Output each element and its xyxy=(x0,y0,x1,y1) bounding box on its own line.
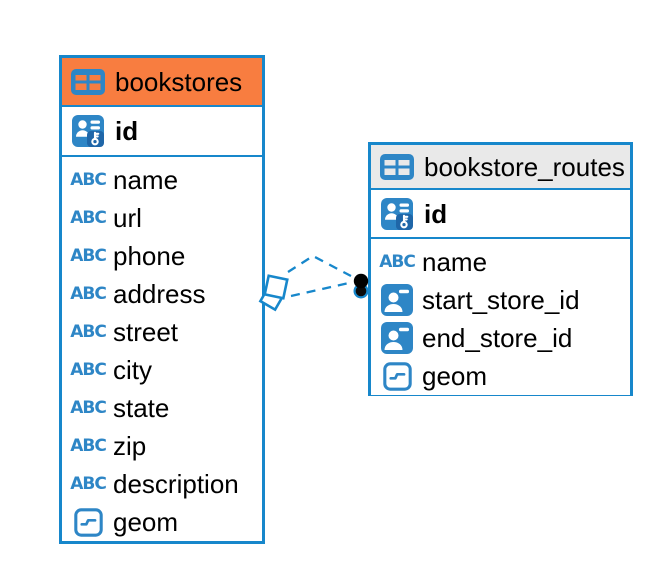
primary-key-icon xyxy=(378,198,416,230)
column-list: ABC name ABC url ABC phone ABC address A… xyxy=(62,157,262,541)
column-row-phone[interactable]: ABC phone xyxy=(62,237,262,275)
text-type-icon: ABC xyxy=(70,359,107,380)
table-bookstores[interactable]: bookstores id ABC name ABC url ABC phone… xyxy=(59,55,265,544)
column-name: state xyxy=(113,393,170,423)
geometry-type-icon xyxy=(69,508,107,537)
column-row-end-store-id[interactable]: end_store_id xyxy=(371,319,630,357)
table-icon xyxy=(379,154,415,180)
column-name: zip xyxy=(113,431,147,461)
column-row-name[interactable]: ABC name xyxy=(62,161,262,199)
column-row-url[interactable]: ABC url xyxy=(62,199,262,237)
text-type-icon: ABC xyxy=(70,435,107,456)
column-name: name xyxy=(113,165,179,195)
table-icon xyxy=(70,69,106,95)
column-list: ABC name start_store_id end_store_id ge xyxy=(371,239,630,395)
relationship-line-upper[interactable] xyxy=(287,254,352,278)
column-name: id xyxy=(115,116,139,146)
text-type-icon: ABC xyxy=(70,321,107,342)
table-title: bookstore_routes xyxy=(424,151,625,182)
text-type-icon: ABC xyxy=(379,251,416,272)
table-title: bookstores xyxy=(115,66,243,97)
column-name: geom xyxy=(422,361,488,391)
text-type-icon: ABC xyxy=(70,169,107,190)
column-row-geom[interactable]: geom xyxy=(62,503,262,541)
column-name: geom xyxy=(113,507,179,537)
text-type-icon: ABC xyxy=(70,207,107,228)
column-name: name xyxy=(422,247,488,277)
column-name: start_store_id xyxy=(422,285,580,315)
relationship-diamond-marker-front[interactable] xyxy=(263,274,289,300)
column-row-name[interactable]: ABC name xyxy=(371,243,630,281)
column-name: description xyxy=(113,469,239,499)
column-name: city xyxy=(113,355,152,385)
text-type-icon: ABC xyxy=(70,245,107,266)
text-type-icon: ABC xyxy=(70,283,107,304)
column-name: address xyxy=(113,279,206,309)
column-name: url xyxy=(113,203,142,233)
table-bookstore-routes[interactable]: bookstore_routes id ABC name start_store… xyxy=(368,142,633,396)
foreign-key-icon xyxy=(378,322,416,354)
column-row-zip[interactable]: ABC zip xyxy=(62,427,262,465)
column-row-state[interactable]: ABC state xyxy=(62,389,262,427)
column-row-id[interactable]: id xyxy=(371,190,630,239)
column-row-start-store-id[interactable]: start_store_id xyxy=(371,281,630,319)
column-row-city[interactable]: ABC city xyxy=(62,351,262,389)
column-row-id[interactable]: id xyxy=(62,107,262,157)
table-bookstores-header[interactable]: bookstores xyxy=(62,58,262,107)
text-type-icon: ABC xyxy=(70,397,107,418)
geometry-type-icon xyxy=(378,362,416,391)
column-row-geom[interactable]: geom xyxy=(371,357,630,395)
column-row-street[interactable]: ABC street xyxy=(62,313,262,351)
column-row-address[interactable]: ABC address xyxy=(62,275,262,313)
relationship-dot-marker-front[interactable] xyxy=(353,273,369,289)
foreign-key-icon xyxy=(378,284,416,316)
primary-key-icon xyxy=(69,115,107,147)
column-row-description[interactable]: ABC description xyxy=(62,465,262,503)
column-name: end_store_id xyxy=(422,323,573,353)
column-name: phone xyxy=(113,241,186,271)
relationship-line-lower[interactable] xyxy=(290,281,350,298)
column-name: id xyxy=(424,198,448,229)
column-name: street xyxy=(113,317,179,347)
text-type-icon: ABC xyxy=(70,473,107,494)
table-bookstore-routes-header[interactable]: bookstore_routes xyxy=(371,145,630,190)
